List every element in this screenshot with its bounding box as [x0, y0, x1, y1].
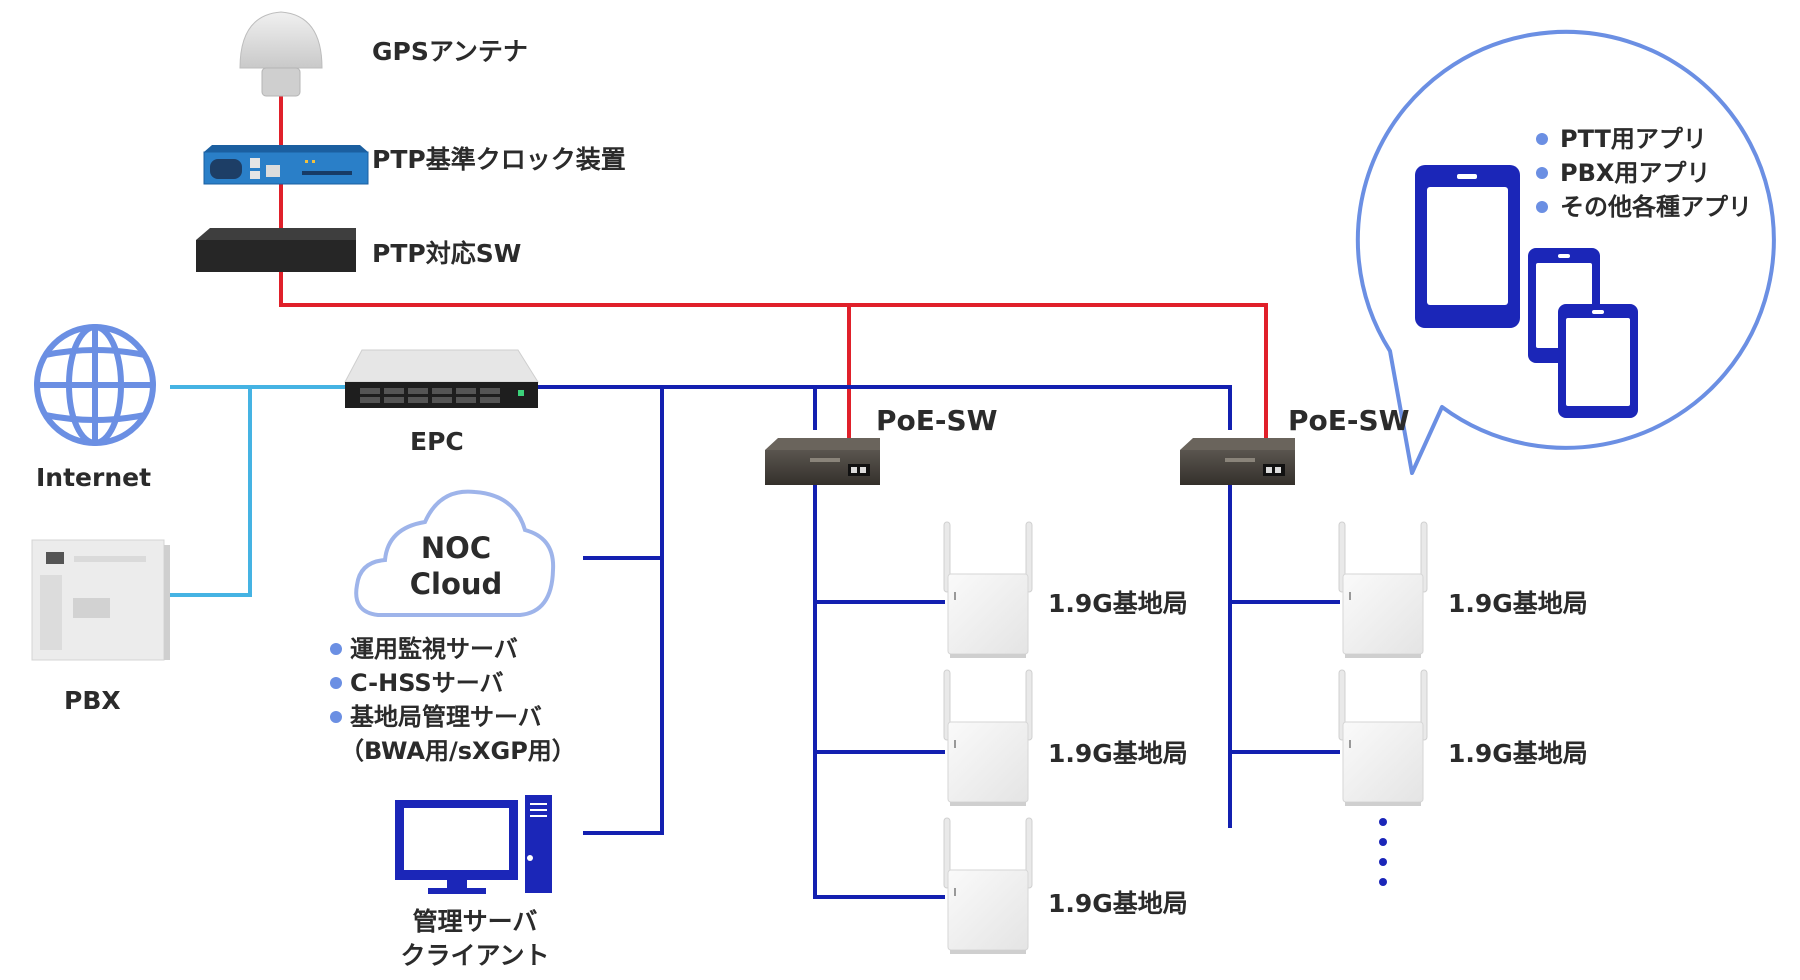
base-station-icon	[1338, 669, 1428, 807]
switch-icon	[196, 228, 356, 272]
poe-switch-label: PoE-SW	[1288, 404, 1410, 437]
noc-service-item: （BWA用/sXGP用）	[340, 737, 576, 765]
mgmt-server-label-line2: クライアント	[400, 941, 550, 970]
noc-service-item: C-HSSサーバ	[350, 669, 504, 697]
noc-service-item: 基地局管理サーバ	[350, 703, 542, 731]
base-station-label: 1.9G基地局	[1048, 589, 1188, 618]
server-rack-icon	[344, 349, 539, 408]
app-item: PTT用アプリ	[1560, 125, 1707, 153]
pbx-label: PBX	[64, 686, 121, 715]
ptp-switch-label: PTP対応SW	[372, 239, 522, 268]
pbx-icon	[31, 539, 170, 661]
wan-lines	[170, 385, 345, 597]
poe-switch-icon	[765, 438, 880, 485]
ptp-clock-icon	[203, 145, 369, 185]
internet-label: Internet	[36, 463, 152, 492]
tablet-icon	[1558, 304, 1638, 418]
base-station-icon	[943, 817, 1033, 955]
ptp-clock-label: PTP基準クロック装置	[372, 145, 626, 174]
base-station-label: 1.9G基地局	[1448, 739, 1588, 768]
monitor-icon	[395, 795, 552, 894]
base-station-label: 1.9G基地局	[1048, 889, 1188, 918]
poe-switch-icon	[1180, 438, 1295, 485]
base-station-label: 1.9G基地局	[1448, 589, 1588, 618]
cloud-icon	[354, 489, 556, 617]
app-item: その他各種アプリ	[1560, 193, 1752, 221]
poe-switch-label: PoE-SW	[876, 404, 998, 437]
base-station-icon	[943, 521, 1033, 659]
mgmt-server-label-line1: 管理サーバ	[412, 907, 538, 936]
lan-lines	[535, 385, 1340, 899]
globe-icon	[34, 324, 156, 446]
noc-cloud-label-line2: Cloud	[409, 567, 503, 601]
noc-cloud-label-line1: NOC	[420, 531, 492, 565]
tablet-icon	[1415, 165, 1520, 328]
base-station-icon	[1338, 521, 1428, 659]
base-station-label: 1.9G基地局	[1048, 739, 1188, 768]
gps-antenna-icon	[239, 11, 323, 97]
noc-service-item: 運用監視サーバ	[350, 635, 518, 663]
gps-antenna-label: GPSアンテナ	[372, 37, 528, 66]
app-bullets	[1536, 133, 1548, 213]
app-item: PBX用アプリ	[1560, 159, 1711, 187]
ptp-lines	[279, 95, 1268, 440]
epc-label: EPC	[410, 427, 464, 456]
noc-bullets	[330, 643, 342, 723]
ellipsis-icon	[1379, 818, 1387, 886]
base-station-icon	[943, 669, 1033, 807]
